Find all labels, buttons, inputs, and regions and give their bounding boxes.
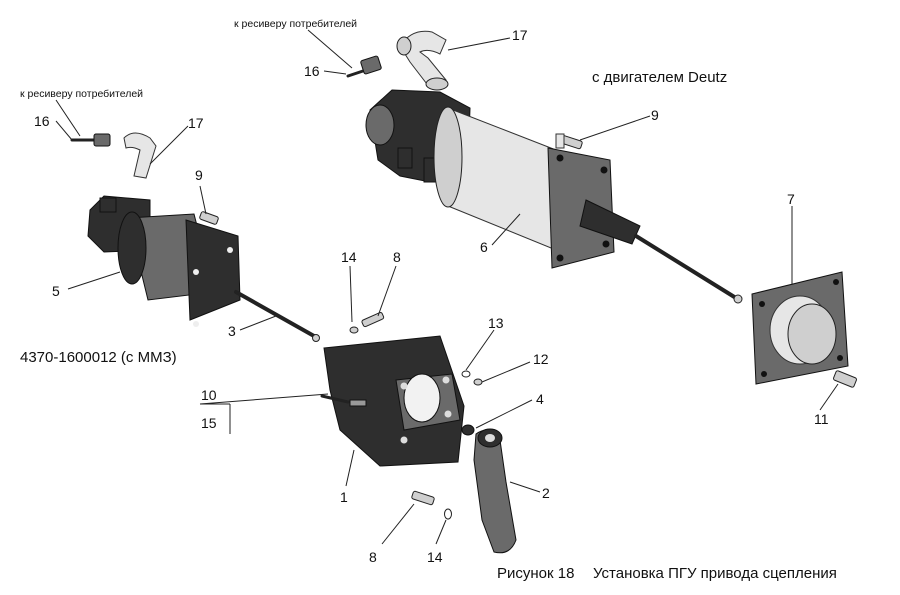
callout-12: 12	[533, 351, 549, 367]
booster-cylinder-mmz	[87, 195, 320, 342]
callout-8-top: 8	[393, 249, 401, 265]
caption-number: Рисунок 18	[497, 565, 574, 582]
callout-9-right: 9	[651, 107, 659, 123]
callout-3: 3	[228, 323, 236, 339]
adapter-flange-7	[751, 271, 849, 385]
callout-15: 15	[201, 415, 217, 431]
fitting-16-top	[346, 55, 382, 78]
callout-9-left: 9	[195, 167, 203, 183]
label-receiver-top: к ресиверу потребителей	[234, 18, 357, 30]
callout-5: 5	[52, 283, 60, 299]
label-receiver-left: к ресиверу потребителей	[20, 88, 143, 100]
callout-14-top: 14	[341, 249, 357, 265]
bolt-9-right	[555, 133, 583, 150]
callout-8-bottom: 8	[369, 549, 377, 565]
callout-2: 2	[542, 485, 550, 501]
booster-cylinder-deutz	[365, 89, 743, 304]
callout-11: 11	[814, 411, 829, 427]
bolt-8-bottom	[411, 490, 435, 506]
callout-16-left: 16	[34, 113, 50, 129]
washer-13	[461, 370, 471, 378]
callout-16-top: 16	[304, 63, 320, 79]
washer-14-top	[349, 326, 359, 334]
bolt-8-top	[361, 312, 385, 328]
callout-13: 13	[488, 315, 504, 331]
callout-14-bottom: 14	[427, 549, 443, 565]
callout-17-left: 17	[188, 115, 204, 131]
leader-lines	[55, 29, 839, 545]
hose-elbow-17-top	[396, 30, 449, 91]
hose-elbow-17-left	[123, 132, 157, 179]
bushing-4	[461, 424, 475, 436]
label-deutz: с двигателем Deutz	[592, 69, 727, 86]
callout-10: 10	[201, 387, 217, 403]
callout-6: 6	[480, 239, 488, 255]
callout-1: 1	[340, 489, 348, 505]
bolt-9-left	[199, 211, 219, 225]
callout-17-top: 17	[512, 27, 528, 43]
mounting-bracket-1	[320, 335, 465, 467]
caption-title: Установка ПГУ привода сцепления	[593, 565, 837, 582]
fitting-16-left	[70, 133, 111, 147]
washer-14-bottom	[444, 508, 452, 520]
nut-12	[473, 378, 483, 386]
callout-4: 4	[536, 391, 544, 407]
clutch-lever-2	[473, 428, 517, 554]
label-mmz: 4370-1600012 (с ММЗ)	[20, 349, 177, 366]
bolt-11	[833, 370, 857, 388]
callout-7: 7	[787, 191, 795, 207]
